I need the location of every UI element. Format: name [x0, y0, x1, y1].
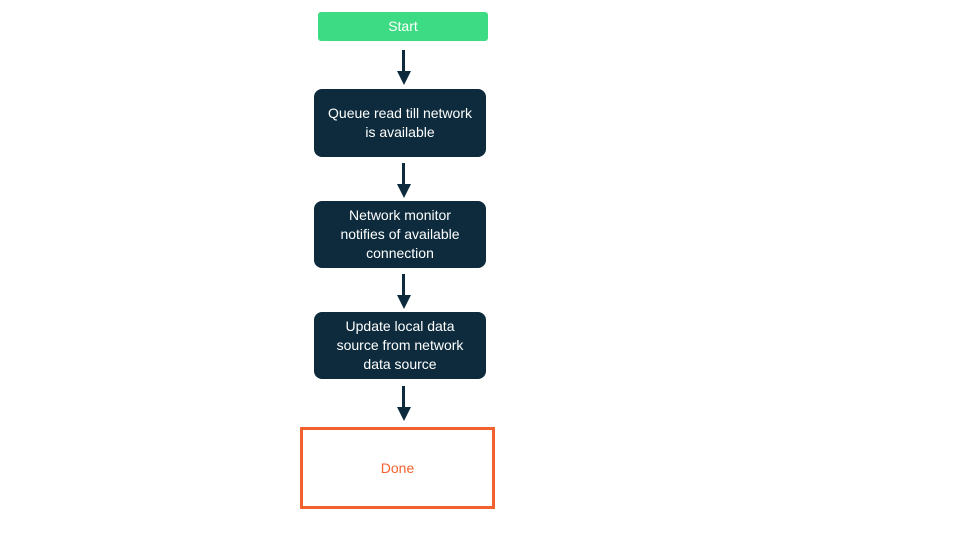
arrow-stem: [402, 163, 405, 184]
arrow-head: [396, 407, 411, 421]
arrow-stem: [402, 386, 405, 407]
arrow-stem: [402, 50, 405, 71]
arrow-down-icon: [396, 386, 411, 421]
arrow-head: [396, 71, 411, 85]
arrow-down-icon: [396, 274, 411, 309]
arrow-head: [396, 184, 411, 198]
node-queue-read: Queue read till network is available: [314, 89, 486, 157]
node-network-monitor: Network monitor notifies of available co…: [314, 201, 486, 268]
node-update-local-data: Update local data source from network da…: [314, 312, 486, 379]
arrow-down-icon: [396, 163, 411, 198]
node-done: Done: [300, 427, 495, 509]
node-start: Start: [318, 12, 488, 41]
arrow-stem: [402, 274, 405, 295]
arrow-down-icon: [396, 50, 411, 85]
arrow-head: [396, 295, 411, 309]
